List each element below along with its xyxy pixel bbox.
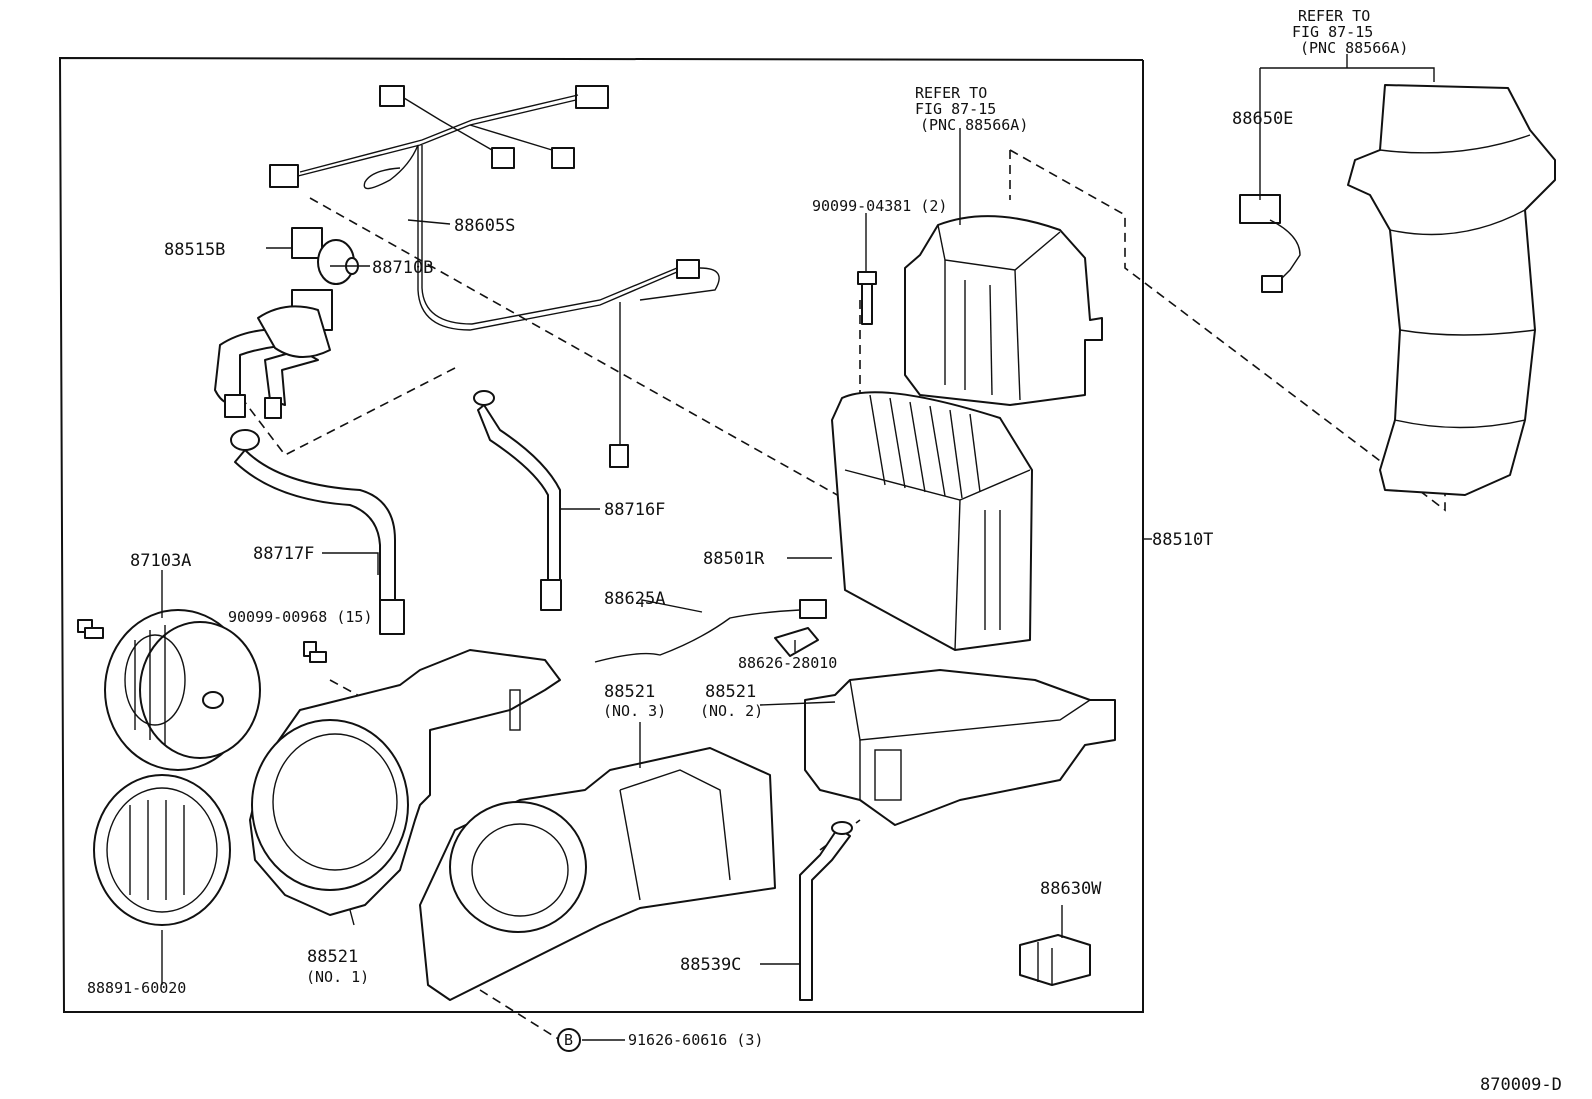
part-label-88521-no2-sub: (NO. 2) [700,702,763,720]
part-label-88521-no1-sub: (NO. 1) [306,968,369,986]
part-label-88710b: 88710B [372,258,433,278]
part-label-88521-no3-number: 88521 [604,682,655,702]
hose-88717f [230,429,405,635]
assembly-label-88510t: 88510T [1152,530,1213,550]
part-label-88716f: 88716F [604,500,665,520]
part-label-90099-00968: 90099-00968 (15) [228,608,373,626]
hose-88716f [473,390,562,611]
part-label-88626-28010: 88626-28010 [738,654,837,672]
pressure-switch-88515b [291,227,359,285]
screw-90099-00968 [303,641,327,663]
screw-90099-04381 [857,271,877,325]
evaporator-88501r [831,391,1033,651]
part-label-88891-60020: 88891-60020 [87,979,186,997]
part-label-88539c: 88539C [680,955,741,975]
duct-right [1347,84,1556,496]
part-label-88650e: 88650E [1232,109,1293,129]
part-label-88605s: 88605S [454,216,515,236]
circle-b-marker [557,1028,581,1052]
page-reference: 870009-D [1480,1075,1562,1095]
part-label-88501r: 88501R [703,549,765,569]
actuator-88650e [1239,194,1301,293]
refer-note-right-line1: REFER TO [1298,7,1370,25]
refer-note-right-line2: FIG 87-15 [1292,23,1373,41]
part-label-88630w: 88630W [1040,879,1102,899]
assembly-frame [58,56,1144,1013]
refer-note-right-line3: (PNC 88566A) [1300,39,1408,57]
part-label-88521-no3-sub: (NO. 3) [603,702,666,720]
grille-88891-60020 [93,774,231,926]
part-label-91626-60616: 91626-60616 (3) [628,1031,763,1049]
part-label-88515b: 88515B [164,240,225,260]
case-88521-no3 [419,747,776,1001]
case-88521-no2 [804,669,1116,826]
clip-88626-28010 [774,627,819,657]
wire-harness-88605s [269,85,720,468]
part-label-87103a: 87103A [130,551,191,571]
circle-b-letter: B [564,1031,573,1049]
case-88521-no1 [249,649,561,916]
refer-note-center: REFER TO FIG 87-15 (PNC 88566A) [915,84,1028,134]
refer-note-center-line3: (PNC 88566A) [920,116,1028,134]
sensor-88625a [594,599,827,663]
part-label-88717f: 88717F [253,544,314,564]
part-label-90099-04381: 90099-04381 (2) [812,197,947,215]
duct-housing-upper [904,215,1103,406]
refer-note-center-line2: FIG 87-15 [915,100,996,118]
screw-left-a [77,619,104,639]
pipe-88710b [214,289,333,419]
blower-motor-87103a [104,609,261,771]
part-label-88625a: 88625A [604,589,665,609]
part-label-88521-no2-number: 88521 [705,682,756,702]
refer-note-center-line1: REFER TO [915,84,987,102]
part-label-88521-no1-number: 88521 [307,947,358,967]
relay-88630w [1019,934,1091,986]
leader-lines [161,54,1435,1041]
refer-note-right: REFER TO FIG 87-15 (PNC 88566A) [1292,7,1408,57]
drain-hose-88539c [799,821,853,1001]
